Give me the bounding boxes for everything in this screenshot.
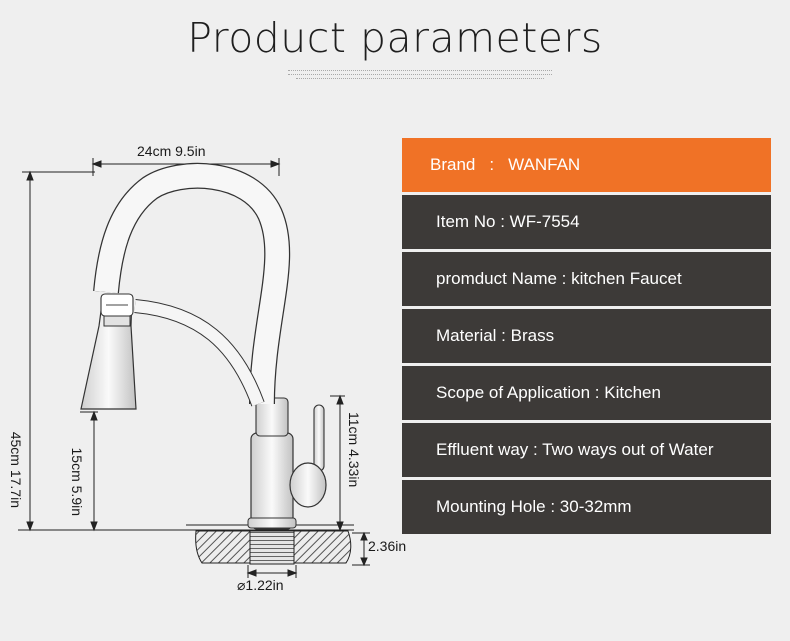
param-row-effluent: Effluent way : Two ways out of Water	[402, 423, 771, 477]
width-dimension-label: 24cm 9.5in	[137, 143, 206, 159]
pull-down-hose	[134, 300, 264, 407]
lever-handle	[313, 404, 325, 472]
overall-height-label: 45cm 17.7in	[8, 431, 24, 508]
gooseneck-spout	[94, 164, 289, 405]
page-title: Product parameters	[187, 14, 603, 62]
hole-diameter-label: ⌀1.22in	[237, 577, 284, 593]
brand-label: Brand	[430, 155, 476, 174]
param-row-item-no: Item No : WF-7554	[402, 195, 771, 249]
title-dotted-line	[288, 70, 552, 72]
brand-row: Brand : WANFAN	[402, 138, 771, 192]
param-row-scope: Scope of Application : Kitchen	[402, 366, 771, 420]
param-row-product-name: promduct Name : kitchen Faucet	[402, 252, 771, 306]
title-dotted-line	[288, 74, 552, 76]
lever-base	[289, 462, 327, 508]
param-row-mounting-hole: Mounting Hole : 30-32mm	[402, 480, 771, 534]
deck-thickness-label: 2.36in	[368, 538, 407, 554]
faucet-drawing	[18, 158, 370, 578]
title-dotted-line	[296, 78, 544, 80]
param-row-material: Material : Brass	[402, 309, 771, 363]
brand-value: WANFAN	[508, 155, 581, 174]
body-height-label: 11cm 4.33in	[346, 412, 362, 488]
brand-separator: :	[489, 155, 495, 174]
parameters-table: Brand : WANFAN Item No : WF-7554 promduc…	[402, 138, 771, 537]
faucet-body	[250, 432, 294, 530]
spout-height-label: 15cm 5.9in	[69, 447, 85, 516]
mounting-thread	[249, 530, 295, 565]
